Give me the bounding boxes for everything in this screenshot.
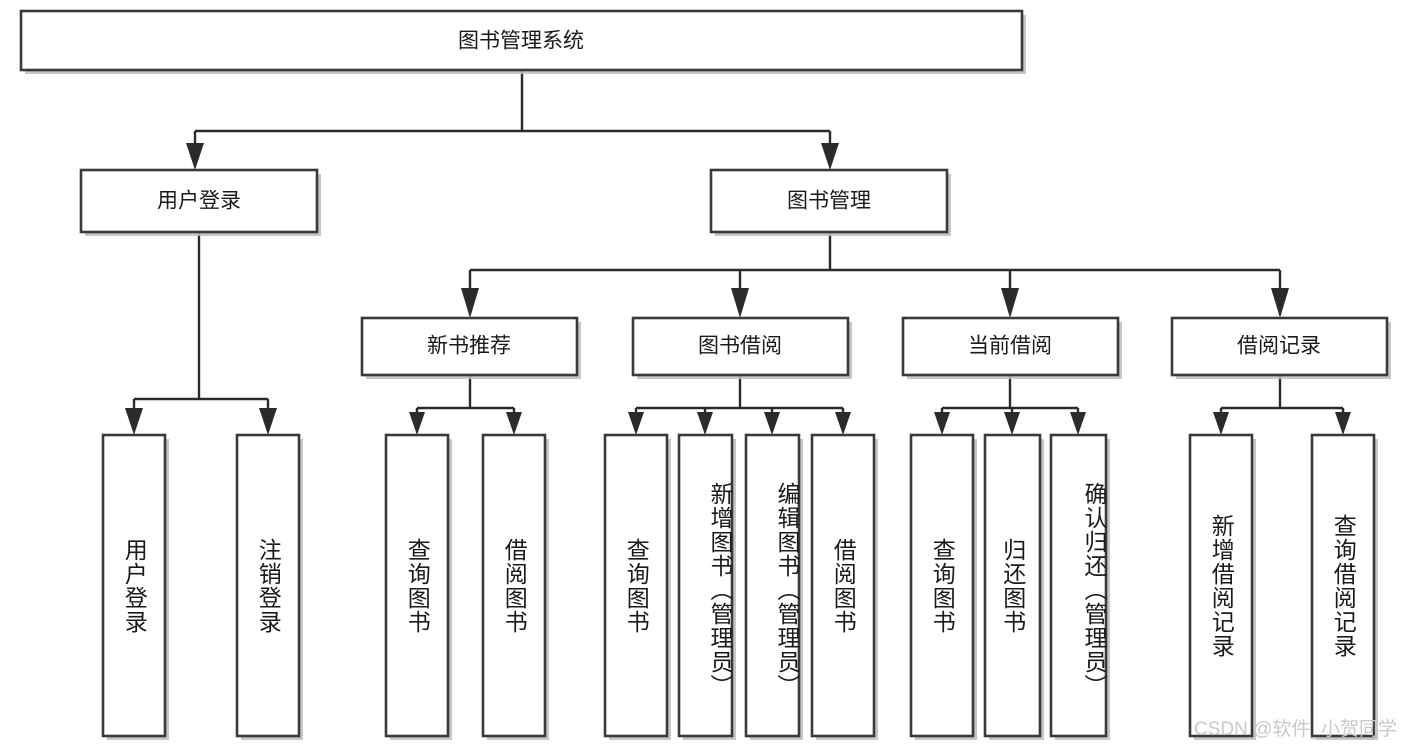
node-leaf-query-book-3[interactable]	[909, 433, 977, 740]
node-leaf-query-borrow-record[interactable]	[1310, 433, 1378, 740]
node-leaf-logout-login[interactable]	[235, 433, 303, 740]
node-new-book-recommend[interactable]: 新书推荐	[360, 316, 581, 379]
node-leaf-query-book-1[interactable]	[384, 433, 452, 740]
arrow-head-leaf-logout-login	[259, 408, 277, 435]
node-user-login-label: 用户登录	[157, 190, 241, 213]
connector-group-current-borrow	[934, 375, 1086, 435]
connector-group-book-manage	[461, 232, 1289, 318]
node-leaf-query-book-2-box[interactable]	[603, 433, 669, 738]
node-leaf-edit-book-admin-box[interactable]	[744, 433, 801, 738]
node-book-borrow[interactable]: 图书借阅	[631, 316, 852, 379]
node-book-manage[interactable]: 图书管理	[709, 168, 951, 236]
node-leaf-add-book-admin-box[interactable]	[677, 433, 734, 738]
node-leaf-user-login-box[interactable]	[101, 433, 167, 738]
connector-group-book-borrow	[628, 375, 851, 435]
arrow-head-new-book-recommend	[461, 288, 479, 318]
arrow-head-book-manage	[821, 143, 839, 170]
node-new-book-recommend-label: 新书推荐	[427, 335, 511, 358]
node-user-login-box[interactable]	[79, 168, 319, 234]
arrow-head-leaf-query-book-3	[934, 412, 950, 435]
arrow-head-leaf-confirm-return-admin	[1070, 412, 1086, 435]
node-user-login[interactable]: 用户登录	[79, 168, 321, 236]
arrow-head-leaf-query-book-2	[628, 412, 644, 435]
node-leaf-query-book-2[interactable]	[603, 433, 671, 740]
arrow-head-leaf-user-login	[125, 408, 143, 435]
arrow-head-leaf-add-book-admin	[697, 412, 713, 435]
node-leaf-add-book-admin[interactable]	[677, 433, 736, 740]
arrow-head-book-borrow	[731, 288, 749, 318]
node-borrow-record-box[interactable]	[1170, 316, 1389, 377]
arrow-head-leaf-edit-book-admin	[764, 412, 780, 435]
connector-group-user-login	[125, 232, 277, 435]
node-leaf-add-borrow-record[interactable]	[1188, 433, 1256, 740]
arrow-head-borrow-record	[1271, 288, 1289, 318]
node-leaf-add-borrow-record-box[interactable]	[1188, 433, 1254, 738]
node-leaf-confirm-return-admin[interactable]	[1049, 433, 1110, 740]
connector-group-root	[186, 70, 839, 170]
node-current-borrow-box[interactable]	[901, 316, 1120, 377]
node-borrow-record[interactable]: 借阅记录	[1170, 316, 1391, 379]
arrow-head-leaf-add-borrow-record	[1213, 412, 1229, 435]
node-root-label: 图书管理系统	[458, 30, 584, 53]
connector-group-borrow-record	[1213, 375, 1351, 435]
node-current-borrow[interactable]: 当前借阅	[901, 316, 1122, 379]
node-leaf-query-book-3-box[interactable]	[909, 433, 975, 738]
node-book-manage-box[interactable]	[709, 168, 949, 234]
arrow-head-user-login	[186, 143, 204, 170]
node-leaf-query-book-1-box[interactable]	[384, 433, 450, 738]
arrow-head-current-borrow	[1001, 288, 1019, 318]
node-book-manage-label: 图书管理	[787, 190, 871, 213]
csdn-watermark: CSDN @软件_小贺同学	[1194, 719, 1397, 740]
node-leaf-logout-login-box[interactable]	[235, 433, 301, 738]
connector-group-new-book-recommend	[409, 375, 522, 435]
node-leaf-borrow-book-2-box[interactable]	[810, 433, 876, 738]
node-new-book-recommend-box[interactable]	[360, 316, 579, 377]
node-current-borrow-label: 当前借阅	[968, 335, 1052, 358]
node-leaf-confirm-return-admin-box[interactable]	[1049, 433, 1108, 738]
node-leaf-user-login[interactable]	[101, 433, 169, 740]
node-leaf-borrow-book-1-box[interactable]	[481, 433, 547, 738]
node-leaf-borrow-book-1[interactable]	[481, 433, 549, 740]
arrow-head-leaf-borrow-book-2	[835, 412, 851, 435]
arrow-head-leaf-query-book-1	[409, 412, 425, 435]
node-leaf-return-book-box[interactable]	[983, 433, 1042, 738]
node-root-box[interactable]	[19, 9, 1024, 72]
arrow-head-leaf-query-borrow-record	[1335, 412, 1351, 435]
arrow-head-leaf-borrow-book-1	[506, 412, 522, 435]
arrow-head-leaf-return-book	[1004, 412, 1020, 435]
node-root[interactable]: 图书管理系统	[19, 9, 1026, 74]
node-leaf-borrow-book-2[interactable]	[810, 433, 878, 740]
node-borrow-record-label: 借阅记录	[1237, 335, 1321, 358]
node-book-borrow-label: 图书借阅	[698, 335, 782, 358]
node-book-borrow-box[interactable]	[631, 316, 850, 377]
node-leaf-return-book[interactable]	[983, 433, 1044, 740]
node-leaf-edit-book-admin[interactable]	[744, 433, 803, 740]
node-leaf-query-borrow-record-box[interactable]	[1310, 433, 1376, 738]
